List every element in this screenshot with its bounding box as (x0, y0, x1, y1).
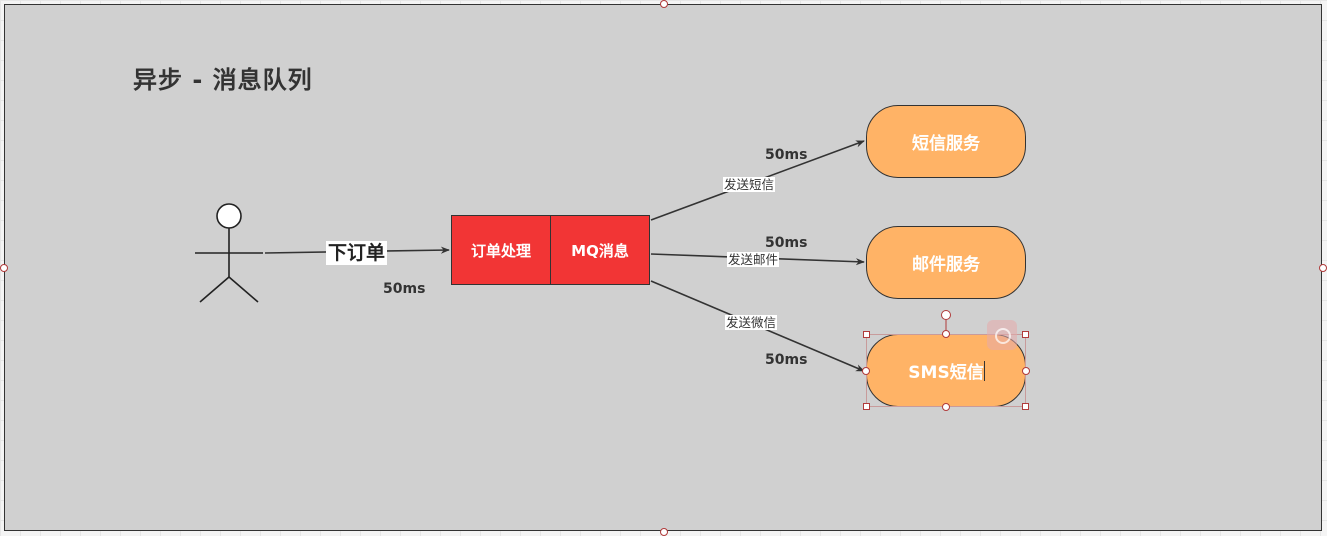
diagram-title: 异步 - 消息队列 (133, 66, 313, 94)
frame-handle-left[interactable] (0, 264, 8, 272)
order-timing: 50ms (383, 281, 426, 297)
actor-stick-figure-icon[interactable] (195, 203, 263, 303)
frame-handle-right[interactable] (1319, 264, 1327, 272)
resize-handle-ne[interactable] (1022, 331, 1029, 338)
send-wechat-edge-label[interactable]: 发送微信 (725, 315, 778, 330)
send-email-edge-label[interactable]: 发送邮件 (727, 252, 780, 267)
resize-handle-s[interactable] (942, 403, 950, 411)
search-icon[interactable] (987, 320, 1017, 350)
send-sms-edge-label[interactable]: 发送短信 (723, 177, 776, 192)
diagram-frame[interactable] (4, 4, 1322, 531)
resize-handle-nw[interactable] (863, 331, 870, 338)
resize-handle-e[interactable] (1022, 367, 1030, 375)
resize-handle-n[interactable] (942, 330, 950, 338)
sms-timing: 50ms (765, 147, 808, 163)
email-timing: 50ms (765, 235, 808, 251)
resize-handle-sw[interactable] (863, 403, 870, 410)
rotate-handle[interactable] (941, 310, 951, 320)
sms-service-node[interactable]: 短信服务 (866, 105, 1026, 178)
frame-handle-top[interactable] (660, 0, 668, 8)
frame-handle-bottom[interactable] (660, 528, 668, 536)
mq-message-box[interactable]: MQ消息 (550, 215, 650, 285)
resize-handle-se[interactable] (1022, 403, 1029, 410)
resize-handle-w[interactable] (862, 367, 870, 375)
wechat-timing: 50ms (765, 352, 808, 368)
text-caret (984, 361, 985, 381)
email-service-node[interactable]: 邮件服务 (866, 226, 1026, 299)
order-processing-box[interactable]: 订单处理 (451, 215, 551, 285)
place-order-label[interactable]: 下订单 (326, 241, 388, 265)
